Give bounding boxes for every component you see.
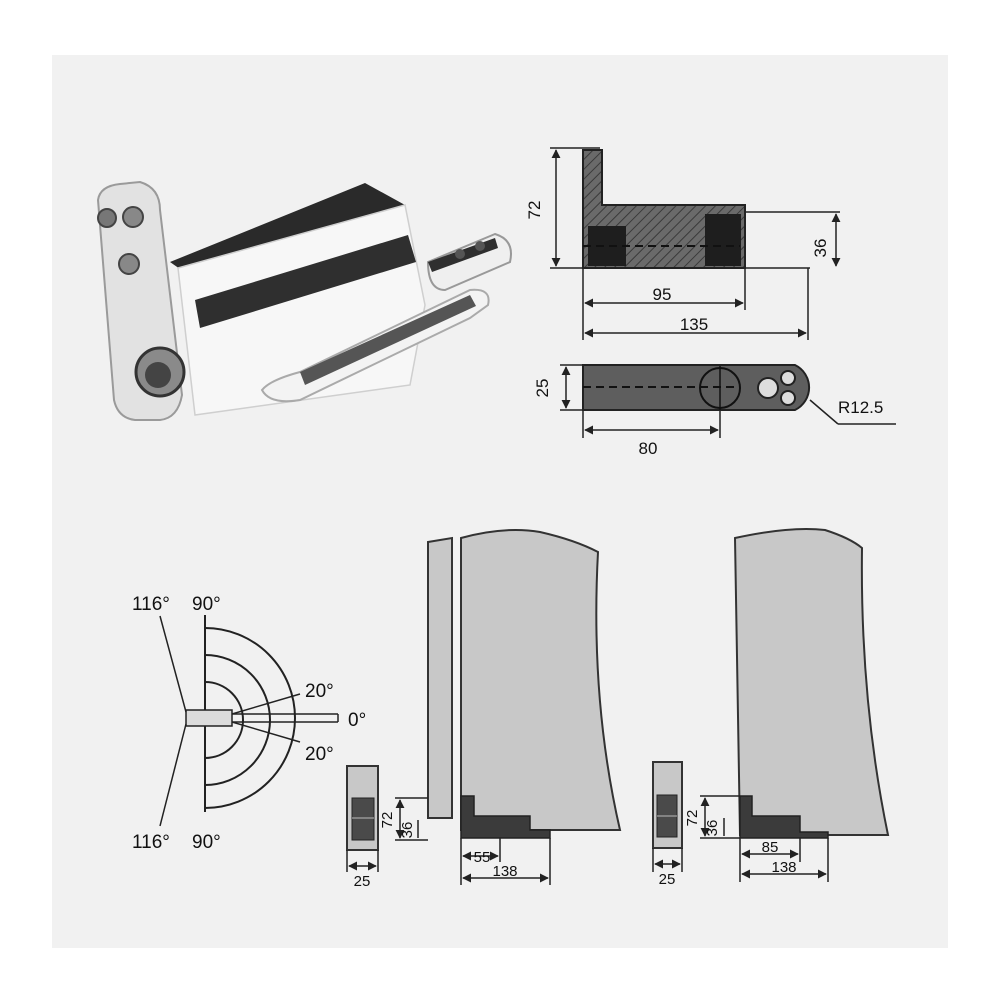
dim-72-label: 72 — [379, 812, 396, 829]
installation-left: 72 36 25 55 138 — [346, 529, 622, 890]
plate-hole-icon — [118, 253, 140, 275]
dim-138-label: 138 — [771, 859, 796, 876]
angle-116-top-label: 116° — [132, 594, 170, 615]
door-glass-panel — [733, 528, 890, 836]
dim-inner-label: 95 — [653, 285, 672, 304]
angle-diagram: 116° 90° 20° 0° 20° 116° 90° — [132, 594, 366, 853]
dim-25-label: 25 — [659, 871, 676, 888]
dim-thickness-label: 36 — [811, 239, 830, 258]
dim-36-label: 36 — [704, 820, 721, 837]
radius-label: R12.5 — [838, 398, 883, 417]
dim-85-label: 85 — [762, 839, 779, 856]
dim-25-label: 25 — [354, 873, 371, 890]
plan-hole-icon — [757, 377, 779, 399]
fixed-glass-panel — [427, 536, 453, 819]
profile-section-view: 72 36 95 135 — [525, 147, 841, 340]
plate-hole-icon — [97, 208, 117, 228]
plan-view: 25 80 R12.5 — [533, 364, 896, 458]
angle-90-bottom-label: 90° — [192, 832, 221, 853]
installation-right: 72 36 25 85 138 — [652, 528, 890, 888]
dim-width-label: 25 — [533, 379, 552, 398]
plate-hole-icon — [122, 206, 144, 228]
angle-90-top-label: 90° — [192, 594, 221, 615]
angle-116-bottom-label: 116° — [132, 832, 170, 853]
dim-138-label: 138 — [492, 863, 517, 880]
door-glass-panel — [460, 529, 622, 831]
angle-0-label: 0° — [348, 710, 366, 731]
dim-72-label: 72 — [684, 810, 701, 827]
dim-55-label: 55 — [474, 849, 491, 866]
dim-total-label: 135 — [680, 315, 708, 334]
plan-hole-icon — [780, 390, 796, 406]
angle-20-lower-label: 20° — [305, 744, 334, 765]
dim-36-label: 36 — [399, 822, 416, 839]
plan-hole-icon — [780, 370, 796, 386]
dim-height-label: 72 — [525, 201, 544, 220]
dim-length-label: 80 — [639, 439, 658, 458]
product-illustration — [96, 180, 512, 421]
angle-20-upper-label: 20° — [305, 681, 334, 702]
